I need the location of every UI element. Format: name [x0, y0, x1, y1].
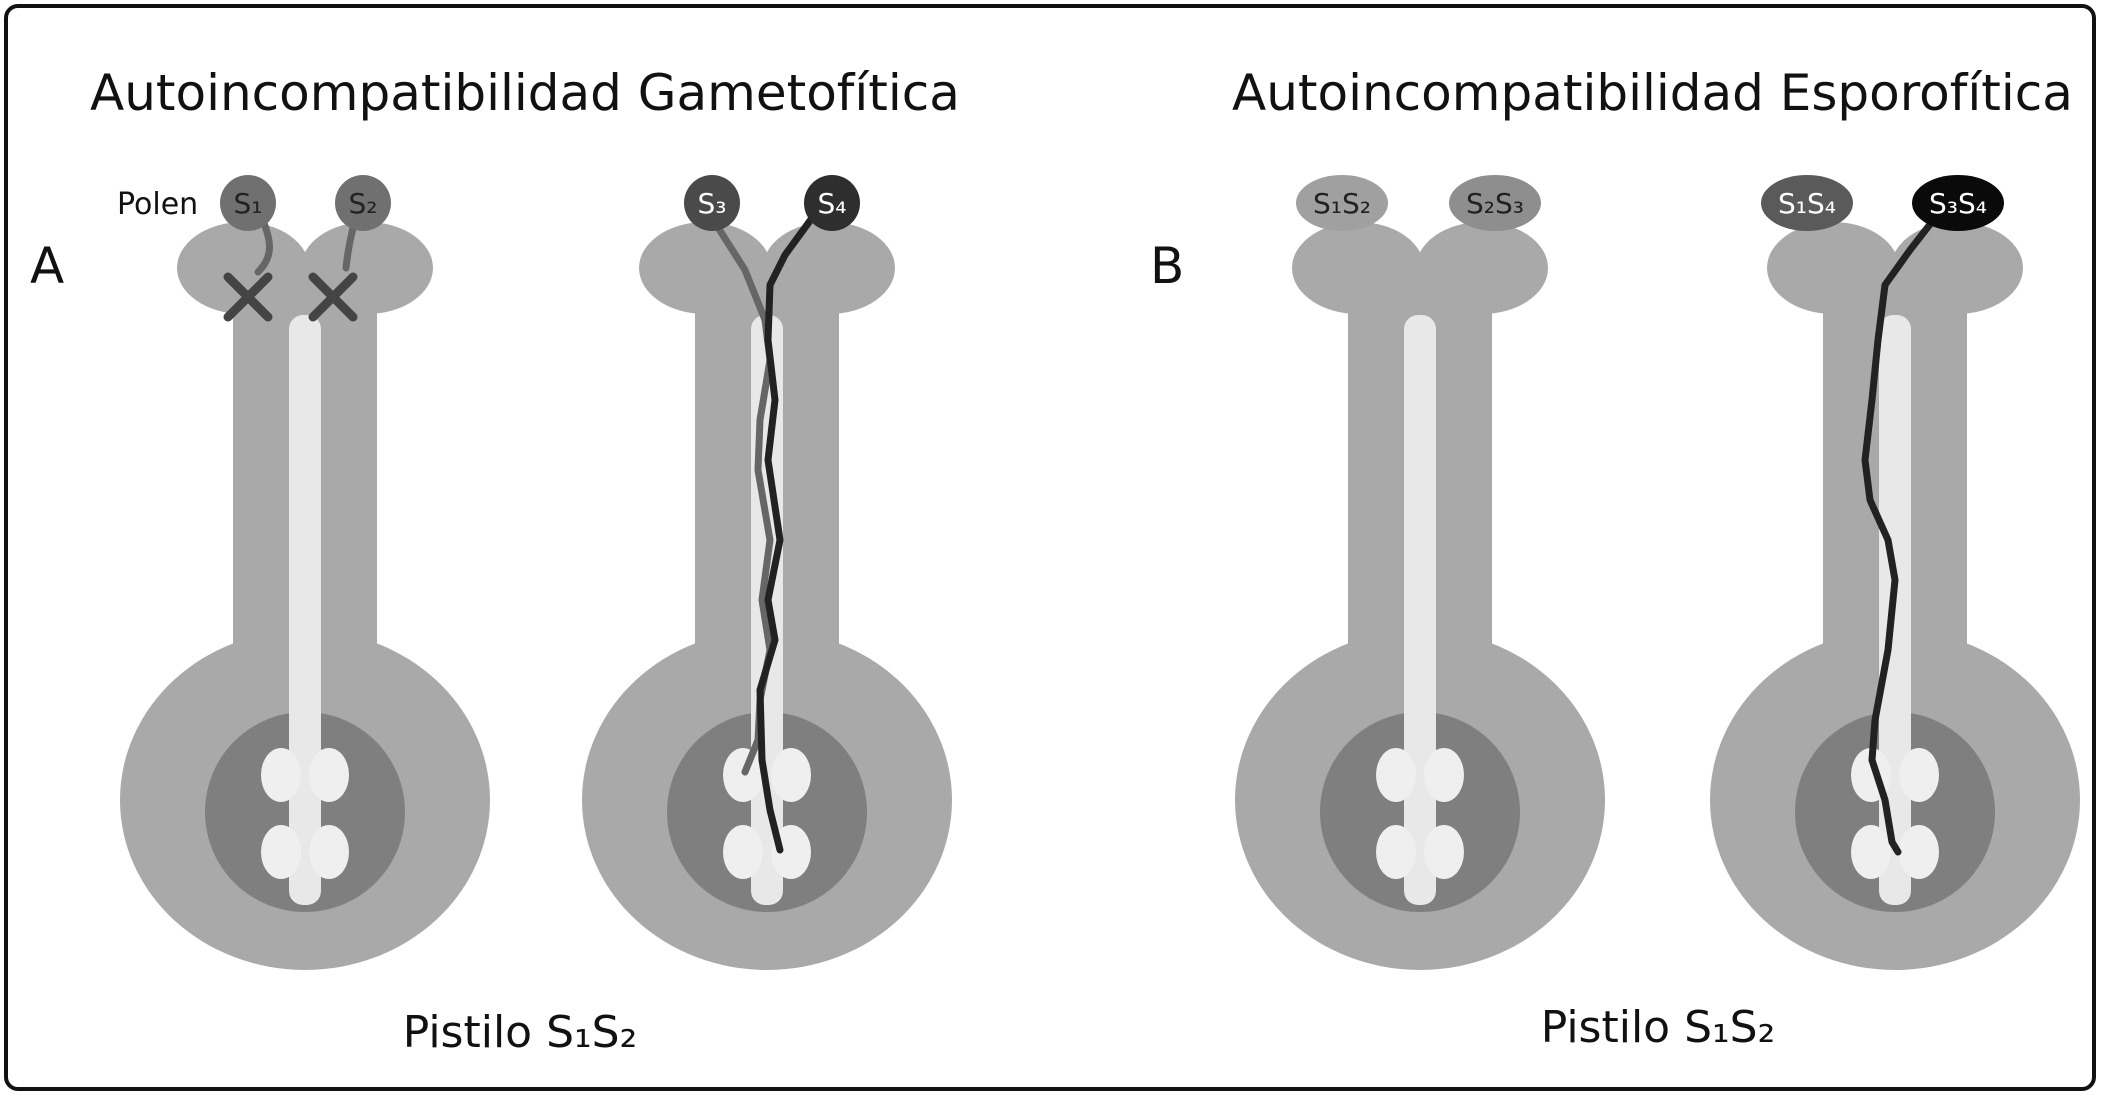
panel-b-title: Autoincompatibilidad Esporofítica — [1232, 64, 2073, 122]
pistil-4: S₁S₄ S₃S₄ — [1710, 175, 2080, 970]
pollen-grain-s1s2: S₁S₂ — [1296, 175, 1388, 231]
pollen-grain-s1s4: S₁S₄ — [1761, 175, 1853, 231]
svg-text:S₁: S₁ — [234, 187, 263, 220]
pollen-grain-s2s3: S₂S₃ — [1449, 175, 1541, 231]
pollen-tube-s3s4 — [1861, 214, 1939, 856]
svg-text:S₄: S₄ — [818, 187, 847, 220]
panel-a-caption: Pistilo S₁S₂ — [403, 1007, 637, 1058]
pistil-1: S₁ S₂ — [120, 175, 490, 970]
panel-b-caption: Pistilo S₁S₂ — [1541, 1002, 1775, 1053]
svg-text:S₁S₄: S₁S₄ — [1778, 187, 1836, 220]
panel-a-letter: A — [30, 237, 64, 295]
panel-a-title: Autoincompatibilidad Gametofítica — [90, 64, 960, 122]
pollen-grain-s4: S₄ — [804, 175, 860, 231]
pollen-grain-s1: S₁ — [220, 175, 276, 231]
panel-b-letter: B — [1150, 237, 1184, 295]
svg-text:S₁S₂: S₁S₂ — [1313, 187, 1371, 220]
svg-text:S₂: S₂ — [349, 187, 378, 220]
rejection-x-icon — [223, 272, 273, 322]
pollen-grain-s2: S₂ — [335, 175, 391, 231]
svg-text:S₂S₃: S₂S₃ — [1466, 187, 1524, 220]
pistil-2: S₃ S₄ — [582, 175, 952, 970]
pollen-grain-s3s4: S₃S₄ — [1912, 175, 2004, 231]
svg-text:S₃S₄: S₃S₄ — [1929, 187, 1987, 220]
polen-label: Polen — [117, 187, 198, 222]
pollen-tube-s4 — [756, 214, 816, 854]
pistil-3: S₁S₂ S₂S₃ — [1235, 175, 1605, 970]
svg-text:S₃: S₃ — [698, 187, 727, 220]
pollen-grain-s3: S₃ — [684, 175, 740, 231]
rejection-x-icon — [308, 272, 358, 322]
